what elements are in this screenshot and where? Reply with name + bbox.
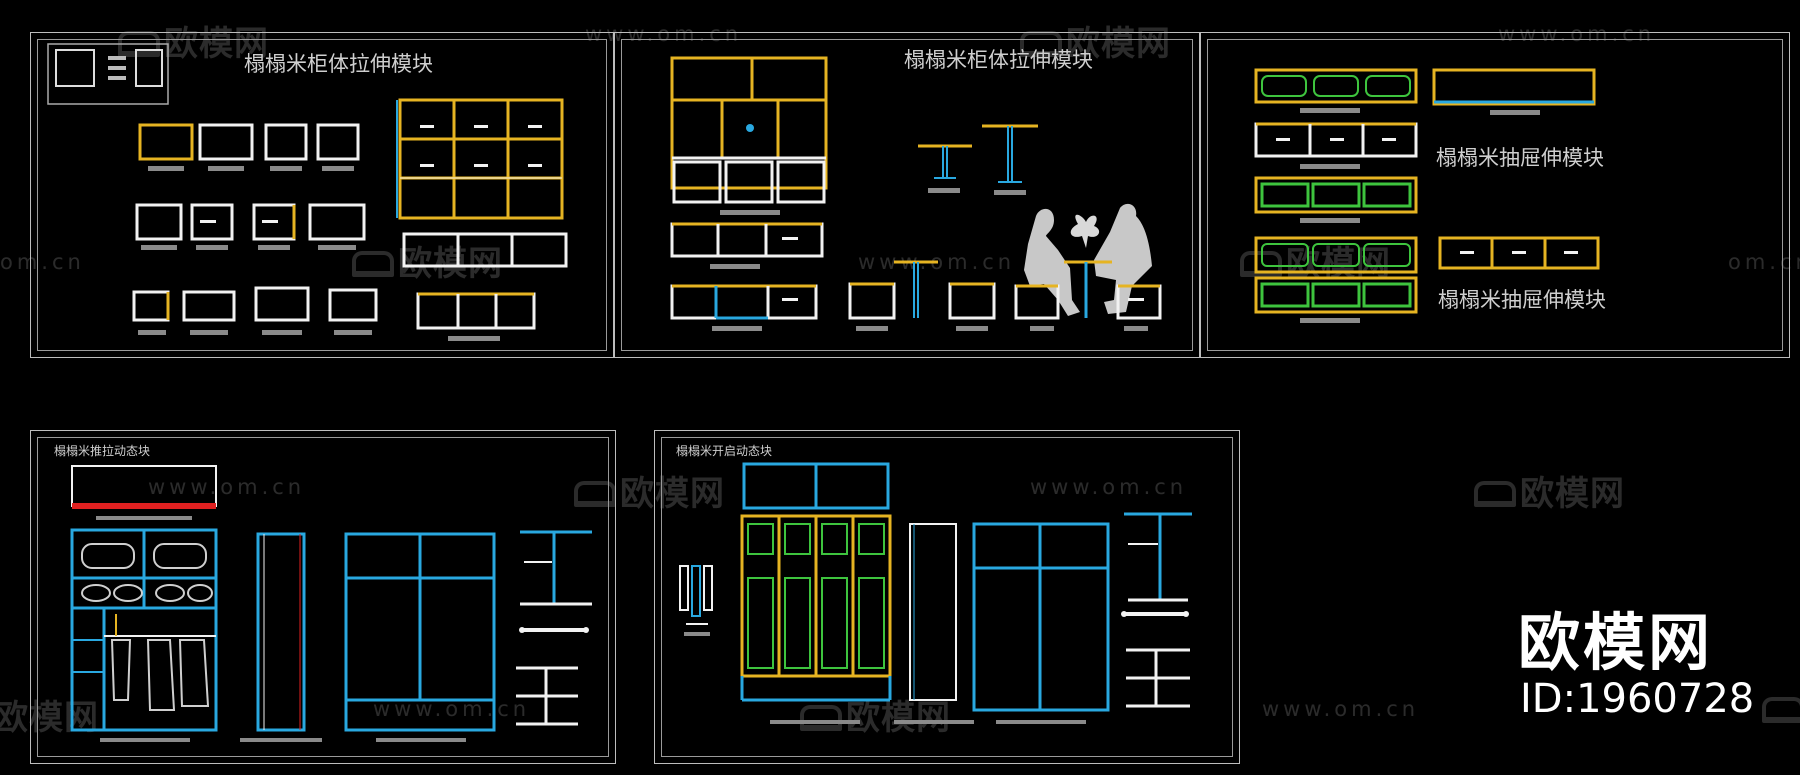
panel-frame-3	[1200, 32, 1790, 358]
table-side-view	[918, 144, 972, 193]
panel-frame-1	[30, 32, 614, 358]
cabinet-module	[135, 203, 183, 250]
panel-4-drawings	[70, 465, 592, 742]
asset-id: ID:1960728	[1520, 676, 1755, 722]
sofa-icon	[352, 251, 394, 277]
cabinet-module	[132, 290, 170, 335]
cabinet-module	[252, 203, 296, 250]
watermark-url: www.om.cn	[148, 475, 306, 499]
panel-3-label-a: 榻榻米抽屉伸模块	[1436, 146, 1604, 170]
panel-2-title: 榻榻米柜体拉伸模块	[904, 48, 1093, 72]
watermark-url: www.om.cn	[1498, 22, 1656, 46]
sofa-icon	[1020, 31, 1062, 57]
top-cabinet	[742, 462, 890, 510]
cabinet-module	[198, 123, 254, 171]
panel-frame-4	[30, 430, 616, 764]
drawer-row	[1254, 122, 1418, 169]
cabinet-row	[670, 284, 818, 331]
wardrobe-side-section	[894, 523, 974, 724]
watermark-logo: 欧模网	[1474, 466, 1625, 515]
cabinet-module	[138, 123, 194, 171]
watermark-url: www.om.cn	[1262, 697, 1420, 721]
title-block-thumbnail	[47, 43, 169, 105]
panel-frame-5	[654, 430, 1240, 764]
sofa-icon	[1762, 697, 1800, 723]
decorative-drawer-row	[1254, 176, 1418, 223]
watermark-url: om.cn	[0, 250, 85, 274]
cabinet-module	[190, 203, 234, 250]
swing-door-wardrobe	[740, 514, 892, 724]
swing-door-elevation	[972, 522, 1110, 724]
cabinet-row	[402, 232, 568, 268]
panel-1-title: 榻榻米柜体拉伸模块	[244, 52, 433, 76]
hanging-rail-profiles	[516, 530, 592, 726]
panel-2-drawings	[670, 56, 1162, 331]
watermark-url: www.om.cn	[585, 22, 743, 46]
wardrobe-side-section	[240, 532, 322, 742]
table-side-view	[982, 124, 1038, 195]
cabinet-module	[328, 288, 378, 335]
door-profile-strips	[679, 565, 713, 636]
watermark-url: www.om.cn	[1030, 475, 1188, 499]
drawer-row	[1438, 236, 1600, 270]
shelf-bar	[1432, 68, 1596, 115]
tall-cabinet-elevation	[670, 56, 828, 215]
cabinet-row	[670, 222, 824, 269]
sofa-icon	[574, 481, 616, 507]
watermark-url: om.cn	[1728, 250, 1800, 274]
panel-3-label-b: 榻榻米抽屉伸模块	[1438, 288, 1606, 312]
cabinet-row	[416, 292, 536, 341]
watermark-logo: 欧模网	[1020, 16, 1171, 65]
panel-5-title: 榻榻米开启动态块	[676, 444, 773, 458]
hanging-rail-profiles	[1121, 512, 1192, 708]
decorative-drawer-row	[1254, 276, 1418, 323]
bench-module	[848, 260, 996, 331]
sofa-icon	[800, 705, 842, 731]
watermark-logo: 欧模网	[800, 690, 951, 739]
cabinet-module	[182, 290, 236, 335]
decorative-drawer-row	[1254, 236, 1418, 274]
sliding-door-elevation	[344, 532, 496, 742]
cabinet-module	[264, 123, 308, 171]
people-seated-figure	[1014, 203, 1162, 331]
panel-3-drawings	[1254, 68, 1600, 323]
cabinet-module	[254, 286, 310, 335]
sofa-icon	[1474, 481, 1516, 507]
panel-4-title: 榻榻米推拉动态块	[54, 444, 151, 458]
cabinet-module	[316, 123, 360, 171]
watermark-logo: 欧模网	[352, 236, 503, 285]
top-cabinet	[71, 465, 217, 520]
panel-frame-2	[614, 32, 1200, 358]
watermark-logo: 欧模网	[574, 466, 725, 515]
watermark-logo	[1762, 690, 1800, 730]
large-cabinet-grid	[396, 98, 564, 220]
panel-1-drawings	[47, 43, 568, 341]
cabinet-module	[308, 203, 366, 250]
panel-5-drawings	[679, 462, 1192, 724]
decorative-drawer-row	[1254, 68, 1418, 113]
wardrobe-interior-elevation	[70, 528, 218, 742]
brand-logo-text: 欧模网	[1518, 606, 1714, 679]
